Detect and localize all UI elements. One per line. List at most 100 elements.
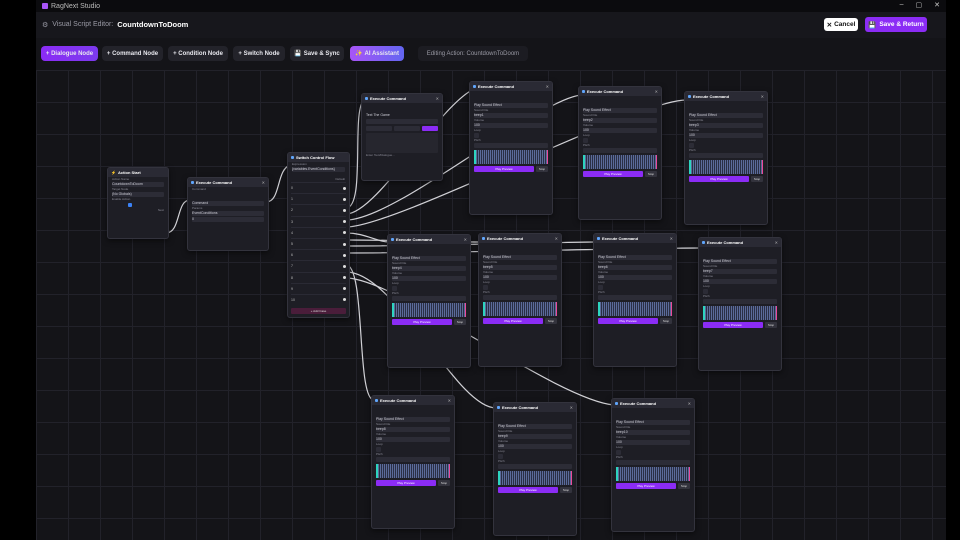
- waveform-display[interactable]: [474, 150, 548, 164]
- maximize-button[interactable]: ▢: [915, 2, 923, 9]
- command-select[interactable]: Play Sound Effect: [376, 417, 450, 422]
- stop-button[interactable]: Stop: [438, 480, 450, 486]
- output-port[interactable]: [343, 287, 346, 291]
- command-select[interactable]: Play Sound Effect: [616, 420, 690, 425]
- add-command-node-button[interactable]: + Command Node: [102, 46, 163, 61]
- stop-button[interactable]: Stop: [645, 171, 657, 177]
- expression-input[interactable]: {variables.EventConditions}: [292, 167, 345, 172]
- play-preview-button[interactable]: Play Preview: [483, 318, 543, 324]
- action-start-node[interactable]: ⚡Action Start Action Name CountdownToDoo…: [107, 167, 169, 239]
- add-condition-node-button[interactable]: + Condition Node: [168, 46, 228, 61]
- edit-button[interactable]: [422, 126, 438, 131]
- format-button[interactable]: [366, 126, 392, 131]
- loop-checkbox[interactable]: [703, 289, 708, 294]
- close-icon[interactable]: ✕: [554, 236, 558, 241]
- volume-input[interactable]: 100: [376, 437, 450, 442]
- case-row[interactable]: 10: [291, 293, 346, 305]
- target-select[interactable]: (No Globals): [112, 192, 164, 197]
- minimize-button[interactable]: –: [899, 1, 904, 8]
- output-port[interactable]: [343, 220, 346, 224]
- stop-button[interactable]: Stop: [560, 487, 572, 493]
- command-select[interactable]: Play Sound Effect: [498, 424, 572, 429]
- close-icon[interactable]: ✕: [687, 401, 691, 406]
- format-button[interactable]: [394, 126, 420, 131]
- play-preview-button[interactable]: Play Preview: [474, 166, 534, 172]
- output-port[interactable]: [343, 298, 346, 302]
- add-switch-node-button[interactable]: + Switch Node: [233, 46, 285, 61]
- pitch-input[interactable]: [474, 143, 548, 148]
- sound-file-select[interactable]: beep2: [583, 118, 657, 123]
- loop-checkbox[interactable]: [689, 143, 694, 148]
- pitch-input[interactable]: [483, 295, 557, 300]
- stop-button[interactable]: Stop: [765, 322, 777, 328]
- volume-input[interactable]: 100: [703, 279, 777, 284]
- pitch-input[interactable]: [498, 464, 572, 469]
- command-select[interactable]: Play Sound Effect: [392, 256, 466, 261]
- sound-file-select[interactable]: beep10: [616, 430, 690, 435]
- loop-checkbox[interactable]: [483, 285, 488, 290]
- execute-command-text-node[interactable]: Execute Command✕ Text The Game Enter Tex…: [361, 93, 443, 181]
- output-port[interactable]: [343, 253, 346, 257]
- play-preview-button[interactable]: Play Preview: [703, 322, 763, 328]
- sound-file-select[interactable]: beep9: [498, 434, 572, 439]
- save-sync-button[interactable]: 💾Save & Sync: [290, 46, 344, 61]
- volume-input[interactable]: 100: [474, 123, 548, 128]
- output-port[interactable]: [343, 264, 346, 268]
- pitch-input[interactable]: [376, 457, 450, 462]
- stop-button[interactable]: Stop: [660, 318, 672, 324]
- pitch-input[interactable]: [689, 153, 763, 158]
- close-icon[interactable]: ✕: [774, 240, 778, 245]
- output-port[interactable]: [343, 242, 346, 246]
- enable-checkbox[interactable]: [128, 203, 132, 207]
- action-name-input[interactable]: CountdownToDoom: [112, 182, 164, 187]
- sound-file-select[interactable]: beep7: [703, 269, 777, 274]
- text-field[interactable]: [366, 119, 438, 124]
- switch-control-flow-node[interactable]: Switch Control Flow Expression {variable…: [287, 152, 350, 318]
- loop-checkbox[interactable]: [392, 286, 397, 291]
- sound-file-select[interactable]: beep5: [483, 265, 557, 270]
- close-icon[interactable]: ✕: [435, 96, 439, 101]
- stop-button[interactable]: Stop: [454, 319, 466, 325]
- value-input[interactable]: 0: [192, 217, 264, 222]
- close-icon[interactable]: ✕: [261, 180, 265, 185]
- play-preview-button[interactable]: Play Preview: [392, 319, 452, 325]
- node-canvas[interactable]: ⚡Action Start Action Name CountdownToDoo…: [36, 70, 946, 540]
- play-preview-button[interactable]: Play Preview: [498, 487, 558, 493]
- loop-checkbox[interactable]: [616, 450, 621, 455]
- output-port[interactable]: [343, 197, 346, 201]
- pitch-input[interactable]: [392, 296, 466, 301]
- close-icon[interactable]: ✕: [654, 89, 658, 94]
- case-row[interactable]: 6: [291, 249, 346, 260]
- loop-checkbox[interactable]: [598, 285, 603, 290]
- close-icon[interactable]: ✕: [447, 398, 451, 403]
- case-row[interactable]: 0: [291, 182, 346, 193]
- close-icon[interactable]: ✕: [545, 84, 549, 89]
- close-window-button[interactable]: ✕: [934, 2, 940, 9]
- command-select[interactable]: Play Sound Effect: [598, 255, 672, 260]
- loop-checkbox[interactable]: [376, 447, 381, 452]
- pitch-input[interactable]: [703, 299, 777, 304]
- stop-button[interactable]: Stop: [678, 483, 690, 489]
- volume-input[interactable]: 100: [498, 444, 572, 449]
- waveform-display[interactable]: [703, 306, 777, 320]
- case-row[interactable]: 9: [291, 282, 346, 294]
- play-preview-button[interactable]: Play Preview: [689, 176, 749, 182]
- output-port[interactable]: [343, 186, 346, 190]
- volume-input[interactable]: 100: [392, 276, 466, 281]
- output-port[interactable]: [343, 276, 346, 280]
- loop-checkbox[interactable]: [583, 138, 588, 143]
- volume-input[interactable]: 100: [689, 133, 763, 138]
- volume-input[interactable]: 100: [616, 440, 690, 445]
- command-select[interactable]: Play Sound Effect: [474, 103, 548, 108]
- sound-file-select[interactable]: beep4: [392, 266, 466, 271]
- waveform-display[interactable]: [392, 303, 466, 317]
- case-row[interactable]: 4: [291, 226, 346, 238]
- pitch-input[interactable]: [616, 460, 690, 465]
- command-select[interactable]: Play Sound Effect: [483, 255, 557, 260]
